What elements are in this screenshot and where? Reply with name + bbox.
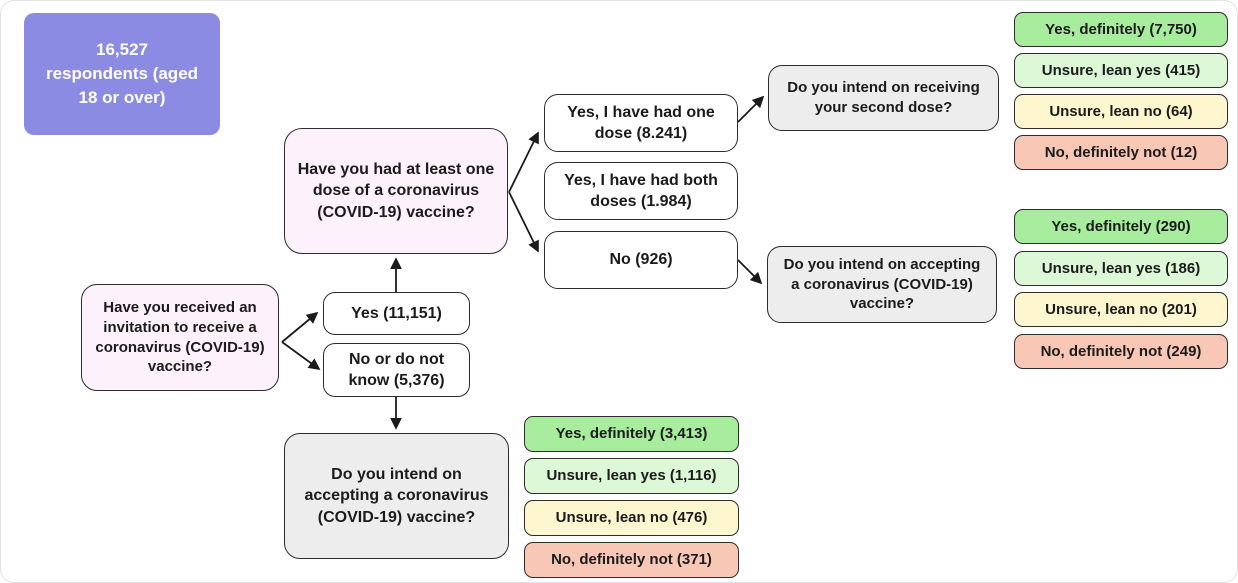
outcome-no-dose-lean-no: Unsure, lean no (201) xyxy=(1014,292,1228,327)
answer-invitation-no-box: No or do not know (5,376) xyxy=(323,343,470,397)
question-invitation-box: Have you received an invitation to recei… xyxy=(81,284,279,391)
outcome-second-dose-lean-no: Unsure, lean no (64) xyxy=(1014,94,1228,129)
outcome-second-dose-no: No, definitely not (12) xyxy=(1014,135,1228,170)
question-accept-no-dose-box: Do you intend on accepting a coronavirus… xyxy=(767,246,997,323)
outcome-no-invite-yes: Yes, definitely (3,413) xyxy=(524,416,739,452)
answer-one-dose-box: Yes, I have had one dose (8.241) xyxy=(544,94,738,152)
outcome-no-dose-yes: Yes, definitely (290) xyxy=(1014,209,1228,244)
answer-no-dose-box: No (926) xyxy=(544,231,738,289)
question-second-dose-box: Do you intend on receiving your second d… xyxy=(768,65,999,131)
outcome-no-invite-no: No, definitely not (371) xyxy=(524,542,739,578)
outcome-no-invite-lean-no: Unsure, lean no (476) xyxy=(524,500,739,536)
outcome-no-dose-lean-yes: Unsure, lean yes (186) xyxy=(1014,251,1228,286)
outcome-second-dose-yes: Yes, definitely (7,750) xyxy=(1014,12,1228,47)
outcome-second-dose-lean-yes: Unsure, lean yes (415) xyxy=(1014,53,1228,88)
outcome-no-invite-lean-yes: Unsure, lean yes (1,116) xyxy=(524,458,739,494)
outcome-no-dose-no: No, definitely not (249) xyxy=(1014,334,1228,369)
answer-both-doses-box: Yes, I have had both doses (1.984) xyxy=(544,162,738,220)
question-accept-no-invite-box: Do you intend on accepting a coronavirus… xyxy=(284,433,509,559)
question-dose-box: Have you had at least one dose of a coro… xyxy=(284,128,508,254)
answer-invitation-yes-box: Yes (11,151) xyxy=(323,292,470,335)
respondents-total-box: 16,527 respondents (aged 18 or over) xyxy=(24,13,220,135)
